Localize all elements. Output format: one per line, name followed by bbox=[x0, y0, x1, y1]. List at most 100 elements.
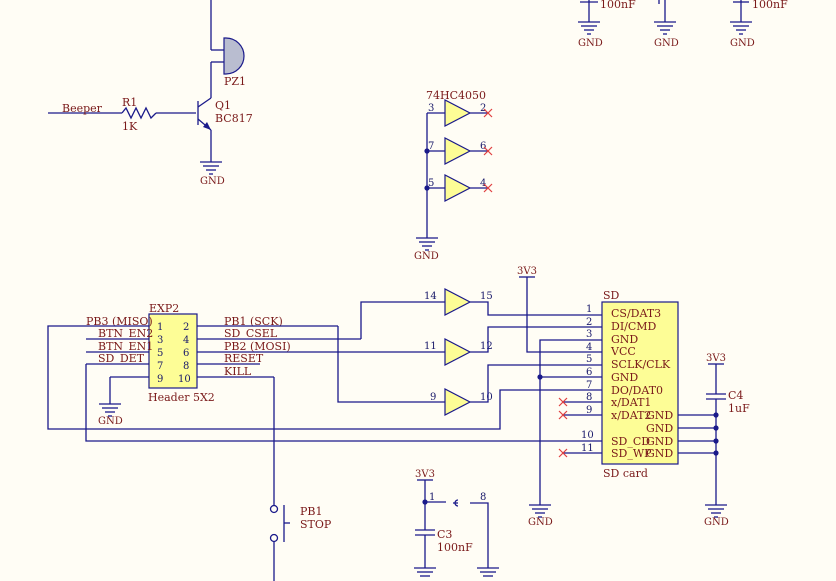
resistor-icon bbox=[121, 106, 157, 120]
gate-out-pin: 10 bbox=[480, 392, 493, 403]
gnd-label: GND bbox=[730, 38, 755, 49]
sd-part: SD card bbox=[603, 467, 648, 480]
c4-capacitor: 3V3 C4 1uF GND bbox=[704, 353, 750, 528]
sd-pin: 4 bbox=[586, 342, 592, 353]
buffer-block-lower: 14 15 1 1 12 9 10 bbox=[47, 288, 602, 442]
gate-in-pin: 14 bbox=[424, 291, 437, 302]
gate-in-pin: 9 bbox=[430, 392, 436, 403]
beeper-circuit: PZ1 Beeper R1 1K Q1 BC817 GND bbox=[48, 0, 253, 187]
gnd-label: GND bbox=[200, 176, 225, 187]
c4-value: 1uF bbox=[728, 402, 750, 415]
exp2-net-label: BTN_EN2 bbox=[98, 327, 153, 340]
exp2-net-label: SD_DET bbox=[98, 352, 145, 365]
sd-gnd-name: GND bbox=[646, 409, 673, 422]
r1-value: 1K bbox=[122, 120, 138, 133]
gate-out-pin: 2 bbox=[480, 103, 486, 114]
buffer-block-top: 74HC4050 3 2 7 6 5 4 GND bbox=[414, 89, 493, 262]
exp2-pin: 9 bbox=[157, 374, 163, 385]
sd-pin: 2 bbox=[586, 317, 592, 328]
exp2-net-label: PB1 (SCK) bbox=[224, 315, 283, 328]
buffer-gate-icon bbox=[444, 99, 472, 127]
sd-pin: 9 bbox=[586, 405, 592, 416]
exp2-net-label: SD_CSEL bbox=[224, 327, 278, 340]
top-right-capacitor: 100nF GND bbox=[730, 0, 788, 49]
buffer-gate-icon bbox=[444, 388, 472, 416]
gnd-label: GND bbox=[578, 38, 603, 49]
buffer-gate-icon bbox=[444, 288, 472, 316]
r1-ref: R1 bbox=[122, 96, 137, 109]
bottom-decoupling: 3V3 1 8 C3 100nF bbox=[414, 469, 499, 577]
exp2-pin: 1 bbox=[157, 322, 163, 333]
gate-in-pin: 5 bbox=[428, 178, 434, 189]
gnd-label: GND bbox=[414, 251, 439, 262]
exp2-net-label: BTN_EN1 bbox=[98, 340, 153, 353]
vcc-label: 3V3 bbox=[517, 266, 537, 277]
sd-gnd-name: GND bbox=[646, 435, 673, 448]
exp2-pin: 8 bbox=[183, 361, 189, 372]
no-connect-icon bbox=[558, 410, 568, 420]
pb1-stop-button: PB1 STOP bbox=[269, 377, 332, 581]
npn-transistor-icon bbox=[197, 97, 212, 131]
exp2-net-label: PB3 (MISO) bbox=[86, 315, 153, 328]
q1-part: BC817 bbox=[215, 112, 253, 125]
gnd-label: GND bbox=[654, 38, 679, 49]
sd-pin-name: x/DAT2 bbox=[611, 409, 651, 422]
gate-out-pin: 12 bbox=[480, 341, 493, 352]
no-connect-icon bbox=[558, 448, 568, 458]
chip-pin: 8 bbox=[480, 492, 486, 503]
sd-pin-name: VCC bbox=[610, 345, 636, 358]
no-connect-icon bbox=[483, 146, 493, 156]
gate-out-pin: 6 bbox=[480, 141, 486, 152]
top-left-cap-value: 100nF bbox=[600, 0, 636, 11]
c3-ref: C3 bbox=[437, 528, 452, 541]
exp2-pin: 10 bbox=[178, 374, 191, 385]
sd-ref: SD bbox=[603, 289, 620, 302]
vcc-label: 3V3 bbox=[706, 353, 726, 364]
sd-pin: 8 bbox=[586, 392, 592, 403]
sd-gnd-name: GND bbox=[646, 422, 673, 435]
sd-pin-name: x/DAT1 bbox=[611, 396, 651, 409]
sd-pin-name: SD_WP bbox=[611, 447, 652, 460]
sd-pin: 1 bbox=[586, 304, 592, 315]
gnd-label: GND bbox=[704, 517, 729, 528]
gate-out-pin: 15 bbox=[480, 291, 493, 302]
sd-pin-name: SCLK/CLK bbox=[611, 358, 671, 371]
sd-pin-name: DI/CMD bbox=[611, 320, 657, 333]
exp2-pin: 2 bbox=[183, 322, 189, 333]
gate-out-pin: 4 bbox=[480, 178, 486, 189]
exp2-pin: 3 bbox=[157, 335, 163, 346]
gnd-label: GND bbox=[98, 416, 123, 427]
q1-ref: Q1 bbox=[215, 99, 231, 112]
pb1-label: STOP bbox=[300, 518, 332, 531]
sd-pin-name: GND bbox=[611, 333, 638, 346]
sd-pin-name: GND bbox=[611, 371, 638, 384]
sd-card-connector: SD SD card 1 2 3 4 5 6 7 8 9 10 11 CS/DA… bbox=[517, 266, 716, 528]
chip-pin: 1 bbox=[429, 492, 435, 503]
ground-symbol bbox=[578, 21, 600, 35]
buffer-gate-icon bbox=[444, 174, 472, 202]
c4-ref: C4 bbox=[728, 389, 743, 402]
exp2-net-label: PB2 (MOSI) bbox=[224, 340, 291, 353]
top-left-capacitor: 100nF GND bbox=[578, 0, 636, 49]
sd-pin: 11 bbox=[581, 443, 594, 454]
sd-pin: 6 bbox=[586, 367, 592, 378]
top-middle-ground: GND bbox=[654, 0, 679, 49]
gate-in-pin: 7 bbox=[428, 141, 434, 152]
buffer-part-name: 74HC4050 bbox=[426, 89, 486, 102]
gate-in-pin: 3 bbox=[428, 103, 434, 114]
exp2-net-label: RESET bbox=[224, 352, 264, 365]
vcc-label: 3V3 bbox=[415, 469, 435, 480]
exp2-pin: 6 bbox=[183, 348, 189, 359]
no-connect-icon bbox=[558, 397, 568, 407]
exp2-part: Header 5X2 bbox=[148, 391, 215, 404]
exp2-header: EXP2 Header 5X2 1 3 5 7 9 2 4 6 8 10 PB3… bbox=[86, 302, 445, 427]
sd-pin: 10 bbox=[581, 430, 594, 441]
c3-value: 100nF bbox=[437, 541, 473, 554]
no-connect-icon bbox=[483, 183, 493, 193]
sd-pin-name: DO/DAT0 bbox=[611, 384, 663, 397]
buffer-gate-icon bbox=[444, 338, 472, 366]
pz1-ref: PZ1 bbox=[224, 75, 246, 88]
sd-pin-name: CS/DAT3 bbox=[611, 307, 661, 320]
sd-pin: 3 bbox=[586, 329, 592, 340]
